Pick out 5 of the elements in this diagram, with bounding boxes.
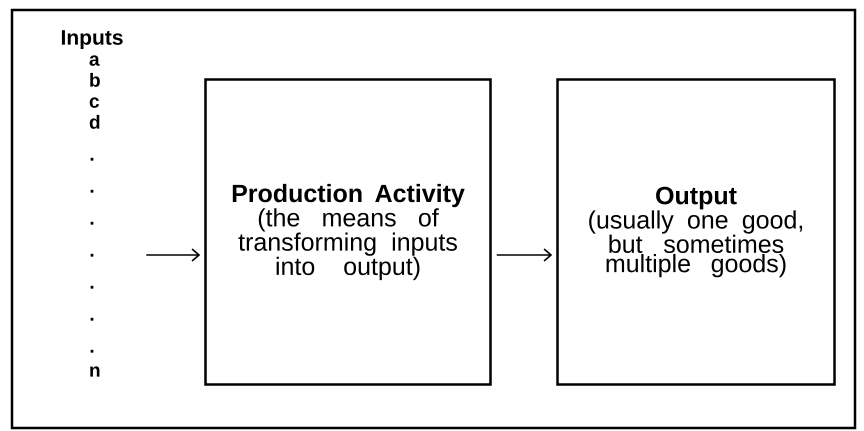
input-list: Inputs a b c d . . . . . . . n <box>62 30 123 377</box>
arrow <box>146 248 200 262</box>
arrow <box>496 248 552 262</box>
output-box: Output (usually one good, but sometimes multiple goods) <box>556 78 836 386</box>
process-box: Production Activity (the means of transforming inputs into output) <box>204 78 492 386</box>
